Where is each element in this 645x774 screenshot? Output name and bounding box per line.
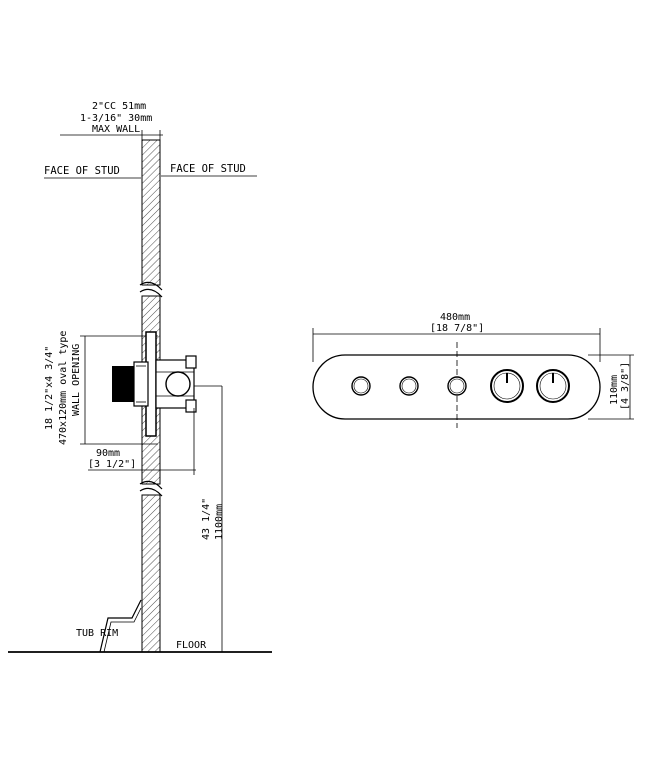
- min-wall-label: 1-3/16" 30mm: [80, 113, 152, 124]
- small-control: [351, 376, 371, 396]
- side-view: 2"CC 51mm 1-3/16" 30mm MAX WALL FACE OF …: [8, 101, 272, 653]
- tub-rim-label: TUB RIM: [76, 628, 118, 639]
- small-control: [399, 376, 419, 396]
- opening-caption: WALL OPENING: [71, 344, 82, 416]
- small-control: [447, 376, 467, 396]
- cc-label: 2"CC 51mm: [92, 101, 146, 112]
- plate-height-in-label: [4 3/8"]: [620, 362, 631, 410]
- large-knob: [536, 369, 570, 403]
- depth-in-label: [3 1/2"]: [88, 459, 136, 470]
- front-view: 480mm [18 7/8"]: [312, 312, 634, 428]
- large-knob: [490, 369, 524, 403]
- valve-body: [112, 331, 197, 437]
- width-mm-label: 480mm: [440, 312, 470, 323]
- width-in-label: [18 7/8"]: [430, 323, 484, 334]
- face-of-stud-left-label: FACE OF STUD: [44, 165, 120, 177]
- floor-label: FLOOR: [176, 640, 207, 651]
- max-wall-label: MAX WALL: [92, 124, 140, 135]
- face-of-stud-right-label: FACE OF STUD: [170, 163, 246, 175]
- opening-size-in: 18 1/2"x4 3/4": [44, 346, 55, 430]
- depth-mm-label: 90mm: [96, 448, 120, 459]
- tub-rim: [99, 599, 142, 653]
- height-in-label: 43 1/4": [201, 498, 212, 540]
- height-mm-label: 1100mm: [214, 504, 225, 540]
- opening-size-mm: 470x120mm oval type: [58, 331, 69, 445]
- plate-height-mm-label: 110mm: [609, 375, 620, 405]
